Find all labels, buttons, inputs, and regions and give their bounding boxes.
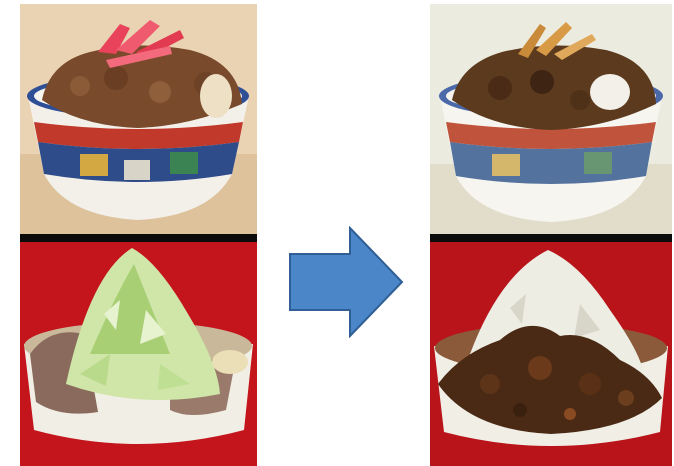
right-arrow-icon (289, 226, 404, 338)
ramen-photo (20, 234, 257, 466)
transformation-arrow (288, 226, 404, 338)
curry-gyudon-photo (430, 4, 672, 234)
red-pickled-ginger (106, 46, 172, 68)
curry-ramen-photo (430, 234, 672, 466)
curry-sauce-ramen (438, 325, 662, 434)
onion-strands (554, 34, 596, 60)
beef-topping (42, 45, 242, 128)
onion (200, 74, 232, 118)
bowl-band-red (34, 122, 243, 149)
after-photo-panel (430, 4, 672, 466)
before-photo-panel (20, 4, 257, 466)
gyudon-photo (20, 4, 257, 234)
